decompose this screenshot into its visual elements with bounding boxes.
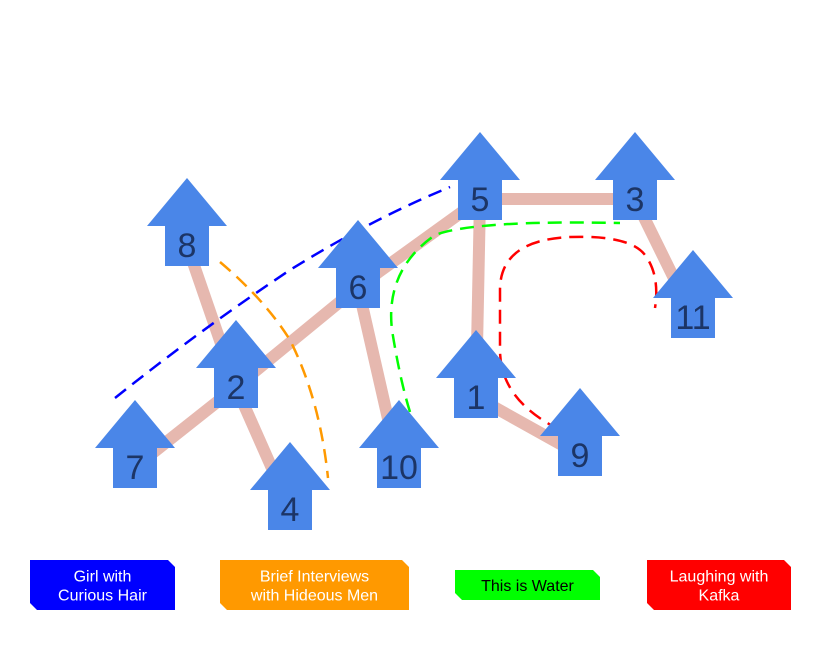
route-line-4 [498,235,658,432]
house-body [458,178,502,220]
house-roof [653,250,733,298]
node-label: 4 [281,491,300,529]
legend-swatch [30,560,175,610]
legend-label: Girl with [74,569,132,586]
nodes-layer: 1 2 3 4 5 6 7 8 9 10 11 [95,132,733,530]
legend-label: with Hideous Men [250,588,378,605]
house-body [613,178,657,220]
legend-swatch [455,570,600,600]
node-label: 10 [380,449,418,487]
legend-label: Brief Interviews [260,569,369,586]
node-label: 5 [471,181,490,219]
node-label: 8 [178,227,197,265]
node-label: 3 [626,181,645,219]
legend-item-3: This is Water [455,570,600,600]
house-roof [440,132,520,180]
node-label: 2 [227,369,246,407]
node-5: 5 [440,132,520,220]
legend-item-2: Brief Interviews with Hideous Men [220,560,409,610]
route-line-2 [219,261,330,479]
legend-label: Curious Hair [58,588,148,605]
house-roof [196,320,276,368]
legend-swatch [647,560,791,610]
node-9: 9 [540,388,620,476]
legend-label: Kafka [699,588,740,605]
route-line-3 [389,221,621,413]
node-label: 7 [126,449,145,487]
house-body [214,366,258,408]
house-body [454,376,498,418]
node-4: 4 [250,442,330,530]
house-body [558,434,602,476]
routes-layer [114,185,658,479]
house-roof [95,400,175,448]
legend-label: Laughing with [670,569,769,586]
house-roof [318,220,398,268]
house-body [336,266,380,308]
house-roof [595,132,675,180]
legend-swatch [220,560,409,610]
house-roof [250,442,330,490]
house-roof [436,330,516,378]
node-10: 10 [359,400,439,488]
node-label: 6 [349,269,368,307]
house-body [377,446,421,488]
house-body [113,446,157,488]
house-roof [540,388,620,436]
node-label: 11 [675,299,710,337]
node-8: 8 [147,178,227,266]
house-roof [359,400,439,448]
node-7: 7 [95,400,175,488]
node-label: 9 [571,437,590,475]
house-body [671,296,715,338]
node-11: 11 [653,250,733,338]
node-3: 3 [595,132,675,220]
legend-label: This is Water [481,578,574,595]
node-label: 1 [467,379,486,417]
node-6: 6 [318,220,398,308]
house-body [268,488,312,530]
house-body [165,224,209,266]
route-line-1 [114,185,451,399]
node-1: 1 [436,330,516,418]
node-2: 2 [196,320,276,408]
house-roof [147,178,227,226]
